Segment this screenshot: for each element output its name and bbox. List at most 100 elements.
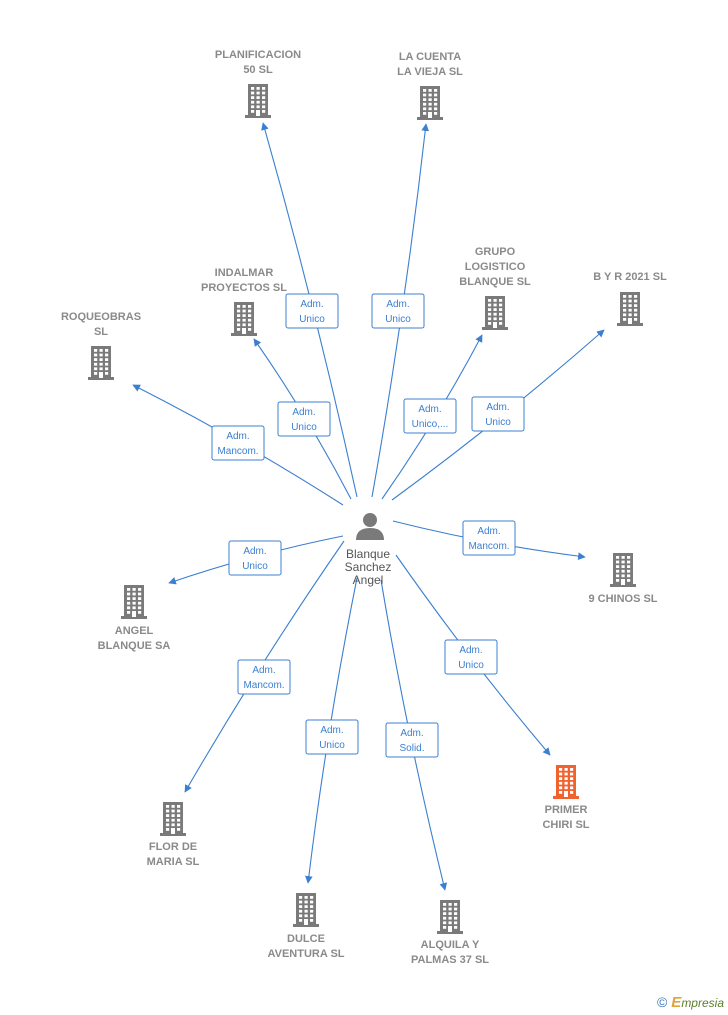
building-base <box>437 931 463 934</box>
building-window <box>237 318 241 322</box>
building-icon[interactable] <box>245 84 271 118</box>
brand-initial: E <box>671 994 682 1011</box>
building-window <box>428 93 432 97</box>
building-window <box>138 601 142 605</box>
building-window <box>94 358 98 361</box>
role-box-byr-2021[interactable]: Adm.Unico <box>471 396 525 432</box>
building-icon[interactable] <box>553 765 579 799</box>
role-box-primer-chiri[interactable]: Adm.Unico <box>444 639 498 675</box>
role-box-flor-de-maria[interactable]: Adm.Mancom. <box>237 659 291 695</box>
building-window <box>105 358 109 361</box>
building-window <box>454 907 458 911</box>
building-window <box>105 372 109 375</box>
building-window <box>166 818 170 822</box>
building-window <box>262 105 266 109</box>
building-door <box>564 791 568 797</box>
role-text-line: Adm. <box>386 299 409 310</box>
role-text-line: Mancom. <box>217 446 258 457</box>
building-window <box>499 303 503 307</box>
building-window <box>99 349 103 352</box>
building-window <box>127 601 131 605</box>
building-window <box>251 91 255 95</box>
building-window <box>138 606 142 610</box>
company-node-9-chinos[interactable]: 9 CHINOS SL <box>588 553 658 605</box>
building-window <box>493 308 497 311</box>
building-window <box>570 781 574 785</box>
building-icon[interactable] <box>482 296 508 330</box>
building-window <box>559 791 563 794</box>
building-window <box>299 896 303 899</box>
building-icon[interactable] <box>293 893 319 927</box>
building-icon[interactable] <box>231 302 257 336</box>
role-box-dulce-aventura[interactable]: Adm.Unico <box>305 719 359 755</box>
building-window <box>634 299 638 303</box>
building-window <box>423 98 427 101</box>
role-box-grupo-logistico[interactable]: Adm.Unico,... <box>403 398 457 434</box>
building-base <box>610 584 636 587</box>
role-text-line: Adm. <box>292 407 315 418</box>
building-window <box>634 313 638 317</box>
building-icon[interactable] <box>160 802 186 836</box>
role-box-alquila-palmas[interactable]: Adm.Solid. <box>385 722 439 758</box>
building-icon[interactable] <box>617 292 643 326</box>
role-box-roqueobras[interactable]: Adm.Mancom. <box>211 425 265 461</box>
building-window <box>127 611 131 614</box>
building-window <box>304 896 308 899</box>
person-shoulders <box>356 528 384 540</box>
building-window <box>564 768 568 771</box>
role-text-line: Solid. <box>399 743 424 754</box>
building-window <box>242 309 246 313</box>
role-box-frame <box>277 401 331 437</box>
building-window <box>623 313 627 317</box>
role-box-9-chinos[interactable]: Adm.Mancom. <box>462 520 516 556</box>
building-icon[interactable] <box>121 585 147 619</box>
building-window <box>616 556 620 559</box>
building-window <box>99 353 103 357</box>
building-icon[interactable] <box>88 346 114 380</box>
building-base <box>88 377 114 380</box>
building-window <box>171 818 175 822</box>
role-text-line: Adm. <box>459 645 482 656</box>
building-window <box>488 303 492 307</box>
building-window <box>299 919 303 922</box>
building-window <box>171 809 175 813</box>
building-window <box>570 777 574 780</box>
building-window <box>634 295 638 298</box>
person-label-line: Sanchez <box>345 560 392 574</box>
building-icon[interactable] <box>417 86 443 120</box>
building-door <box>99 372 103 378</box>
role-text-line: Unico <box>319 740 345 751</box>
role-text-line: Unico <box>291 422 317 433</box>
role-box-angel-blanque[interactable]: Adm.Unico <box>228 540 282 576</box>
company-label-line: GRUPO <box>475 246 516 258</box>
role-box-la-cuenta[interactable]: Adm.Unico <box>371 293 425 329</box>
building-window <box>177 809 181 813</box>
building-icon[interactable] <box>437 900 463 934</box>
company-label-line: FLOR DE <box>149 841 197 853</box>
building-window <box>448 912 452 915</box>
building-window <box>488 317 492 321</box>
role-box-indalmar[interactable]: Adm. Unico <box>277 401 331 437</box>
building-door <box>493 322 497 328</box>
building-window <box>488 299 492 302</box>
building-icon[interactable] <box>610 553 636 587</box>
company-node-byr-2021[interactable]: B Y R 2021 SL <box>593 271 667 326</box>
brand-name-rest: mpresia <box>681 996 724 1010</box>
building-window <box>166 805 170 808</box>
building-window <box>248 305 252 308</box>
role-box-planificacion[interactable]: Adm.Unico <box>285 293 339 329</box>
building-window <box>262 87 266 90</box>
building-window <box>423 93 427 97</box>
building-window <box>251 110 255 113</box>
